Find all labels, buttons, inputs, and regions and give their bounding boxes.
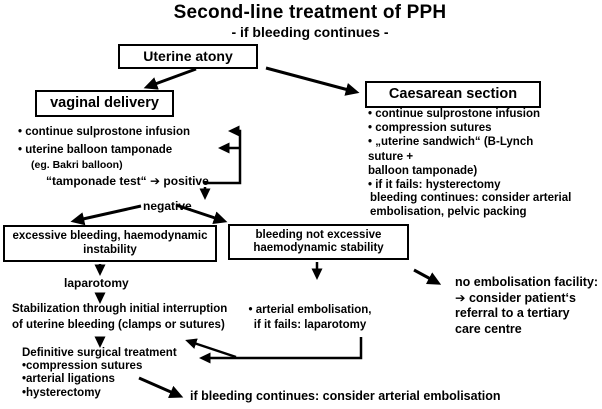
definitive-treatment-block: Definitive surgical treatment •compressi… — [22, 347, 177, 399]
node-uterine-atony: Uterine atony — [118, 44, 258, 69]
arrow-to-referral — [413, 268, 442, 285]
caesarean-outcome: bleeding continues: consider arterial em… — [370, 192, 572, 218]
tamponade-test-line: “tamponade test“ ➔ positive — [46, 174, 209, 188]
node-bleeding-not-excessive: bleeding not excessive haemodynamic stab… — [228, 224, 409, 260]
stabilization-text: Stabilization through initial interrupti… — [12, 303, 228, 331]
caesarean-bullet-list: • continue sulprostone infusion • compre… — [368, 108, 541, 192]
arrow-negative-to-unstable — [70, 204, 142, 226]
node-caesarean-section: Caesarean section — [365, 81, 541, 108]
arterial-embolisation-text: • arterial embolisation, if it fails: la… — [248, 304, 372, 331]
laparotomy-label: laparotomy — [64, 276, 129, 290]
arrow-atony-to-vaginal — [143, 67, 197, 90]
referral-note: no embolisation facility: ➔ consider pat… — [455, 275, 599, 336]
arrow-positive-loop-top — [204, 125, 242, 185]
node-vaginal-delivery: vaginal delivery — [35, 90, 174, 117]
vaginal-bullet-list: • continue sulprostone infusion • uterin… — [18, 126, 191, 156]
arrow-embolisation-to-stabilization — [185, 338, 237, 359]
page-subtitle: - if bleeding continues - — [231, 24, 389, 40]
negative-label: negative — [143, 199, 192, 213]
arrow-definitive-to-footer — [138, 376, 184, 398]
bakri-balloon-note: (eg. Bakri balloon) — [31, 159, 123, 171]
node-excessive-bleeding: excessive bleeding, haemodynamic instabi… — [3, 225, 217, 262]
arrow-embolisation-to-definitive — [199, 337, 363, 364]
footer-note: if bleeding continues: consider arterial… — [190, 389, 501, 403]
page-title: Second-line treatment of PPH — [173, 2, 447, 23]
arrow-atony-to-caesarean — [265, 66, 360, 96]
arrow-negative-to-stable — [175, 203, 228, 225]
